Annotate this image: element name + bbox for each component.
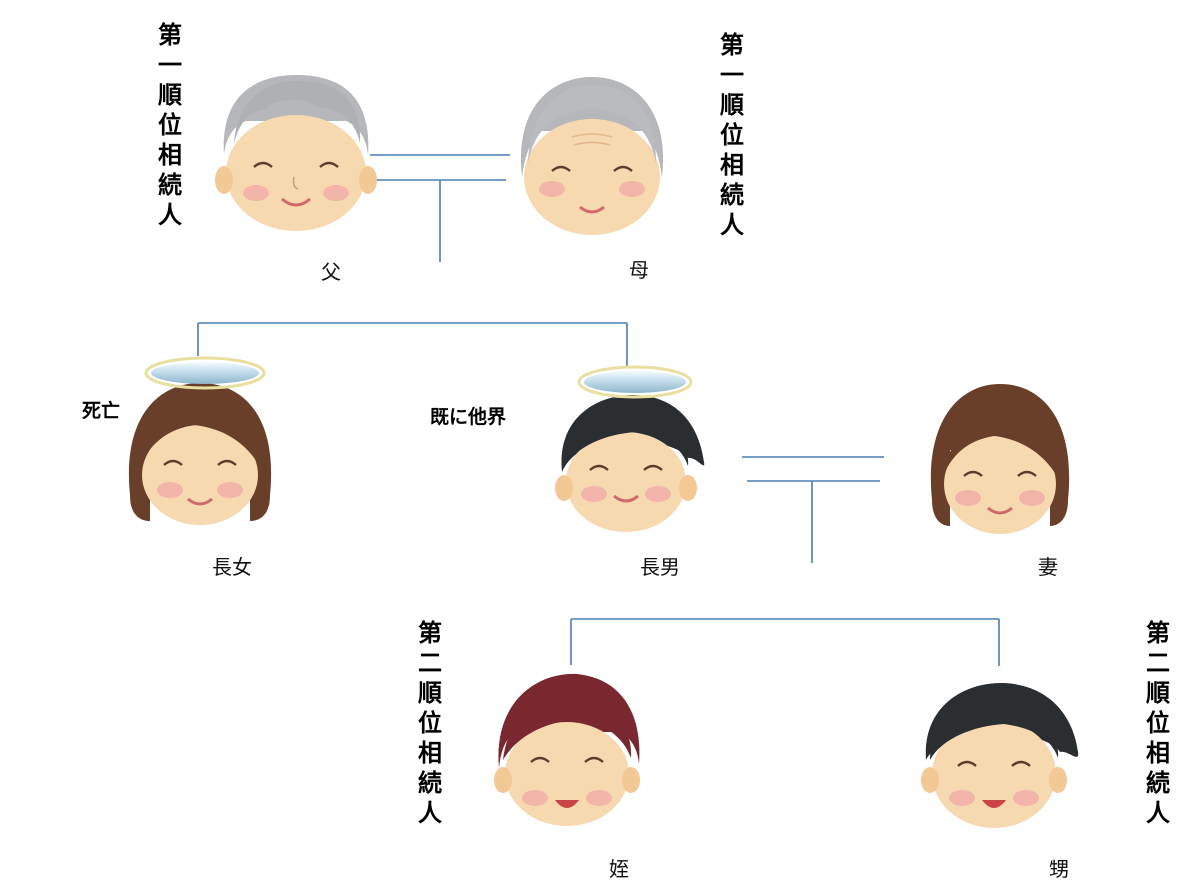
mother-heir-rank-label: 第 一 順 位 相 続 人 — [720, 31, 744, 239]
eldest-son-label: 長男 — [640, 555, 680, 579]
eldest-son-face — [555, 395, 705, 532]
wife-face — [930, 384, 1070, 534]
eldest-daughter-label: 長女 — [212, 555, 252, 579]
nephew-heir-rank-label: 第 二 順 位 相 続 人 — [1146, 619, 1170, 827]
father-heir-rank-label: 第 一 順 位 相 続 人 — [158, 21, 182, 229]
father-label: 父 — [321, 260, 341, 284]
connector-lines — [197, 154, 1000, 666]
niece-heir-rank-label: 第 二 順 位 相 続 人 — [418, 619, 442, 827]
niece-label: 姪 — [609, 857, 629, 881]
eldest-daughter-face — [128, 383, 272, 525]
deceased-label: 死亡 — [82, 400, 121, 422]
nephew-label: 甥 — [1049, 857, 1069, 881]
eldest-daughter-halo — [144, 356, 266, 390]
mother-label: 母 — [629, 258, 649, 282]
father-face — [215, 75, 377, 231]
nephew-face — [921, 683, 1079, 828]
niece-face — [494, 673, 640, 826]
mother-face — [520, 77, 664, 235]
passed-away-label: 既に他界 — [430, 406, 507, 428]
wife-label: 妻 — [1038, 555, 1058, 579]
eldest-son-halo — [577, 365, 693, 399]
